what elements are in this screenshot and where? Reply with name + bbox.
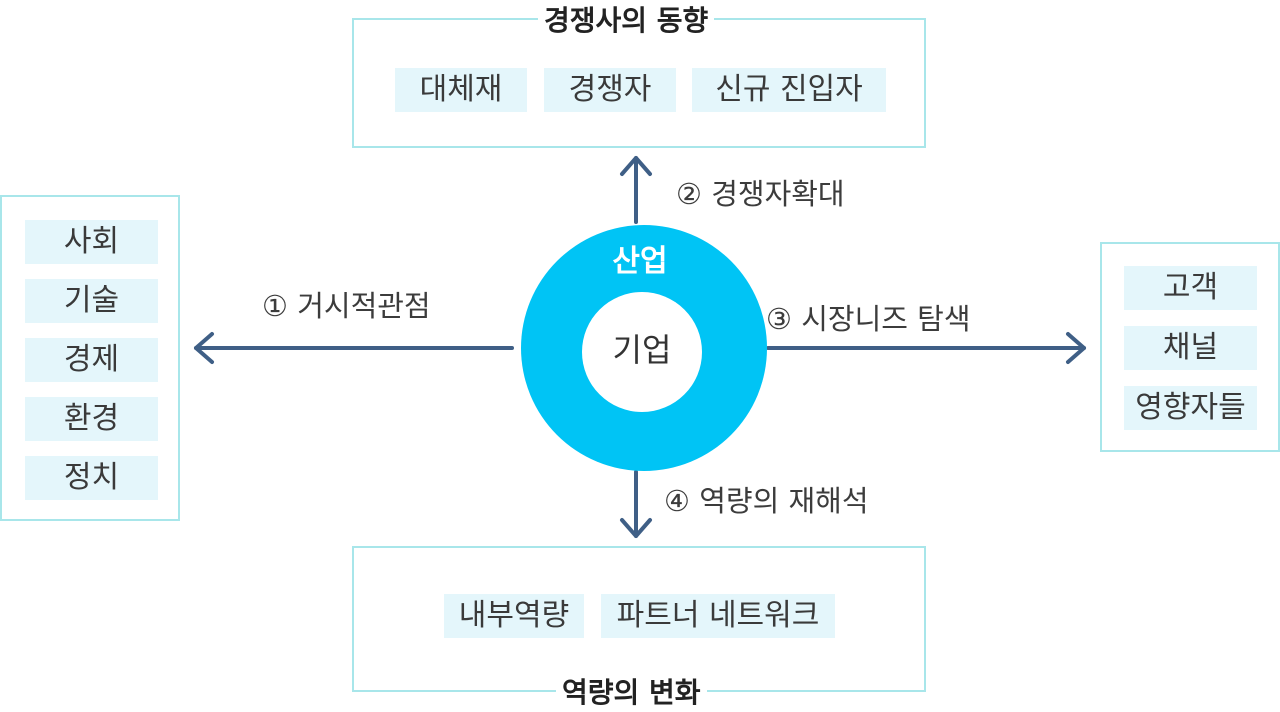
chip-competitors: 경쟁자 (544, 68, 676, 112)
chip-economy: 경제 (25, 338, 158, 382)
chip-technology: 기술 (25, 279, 158, 323)
chip-environment: 환경 (25, 397, 158, 441)
chip-society: 사회 (25, 220, 158, 264)
arrow-label-competitor-expansion: ② 경쟁자확대 (676, 177, 845, 211)
arrow-up (620, 156, 652, 224)
arrow-left (194, 332, 514, 364)
chip-partner-network: 파트너 네트워크 (601, 594, 835, 638)
capability-change-title: 역량의 변화 (556, 676, 707, 710)
chip-channels: 채널 (1124, 326, 1257, 370)
chip-internal-capability: 내부역량 (444, 594, 584, 638)
chip-influencers: 영향자들 (1124, 386, 1257, 430)
company-core (582, 292, 702, 412)
company-label: 기업 (612, 331, 672, 369)
arrow-right (766, 332, 1086, 364)
chip-new-entrants: 신규 진입자 (692, 68, 886, 112)
chip-customers: 고객 (1124, 266, 1257, 310)
chip-substitutes: 대체재 (395, 68, 527, 112)
chip-politics: 정치 (25, 456, 158, 500)
industry-label: 산업 (612, 244, 668, 279)
arrow-label-capability-reinterpretation: ④ 역량의 재해석 (664, 484, 869, 518)
arrow-label-market-needs: ③ 시장니즈 탐색 (766, 302, 971, 336)
arrow-down (620, 470, 652, 538)
competitor-trends-title: 경쟁사의 동향 (538, 4, 715, 38)
arrow-label-macro-view: ① 거시적관점 (262, 289, 431, 323)
